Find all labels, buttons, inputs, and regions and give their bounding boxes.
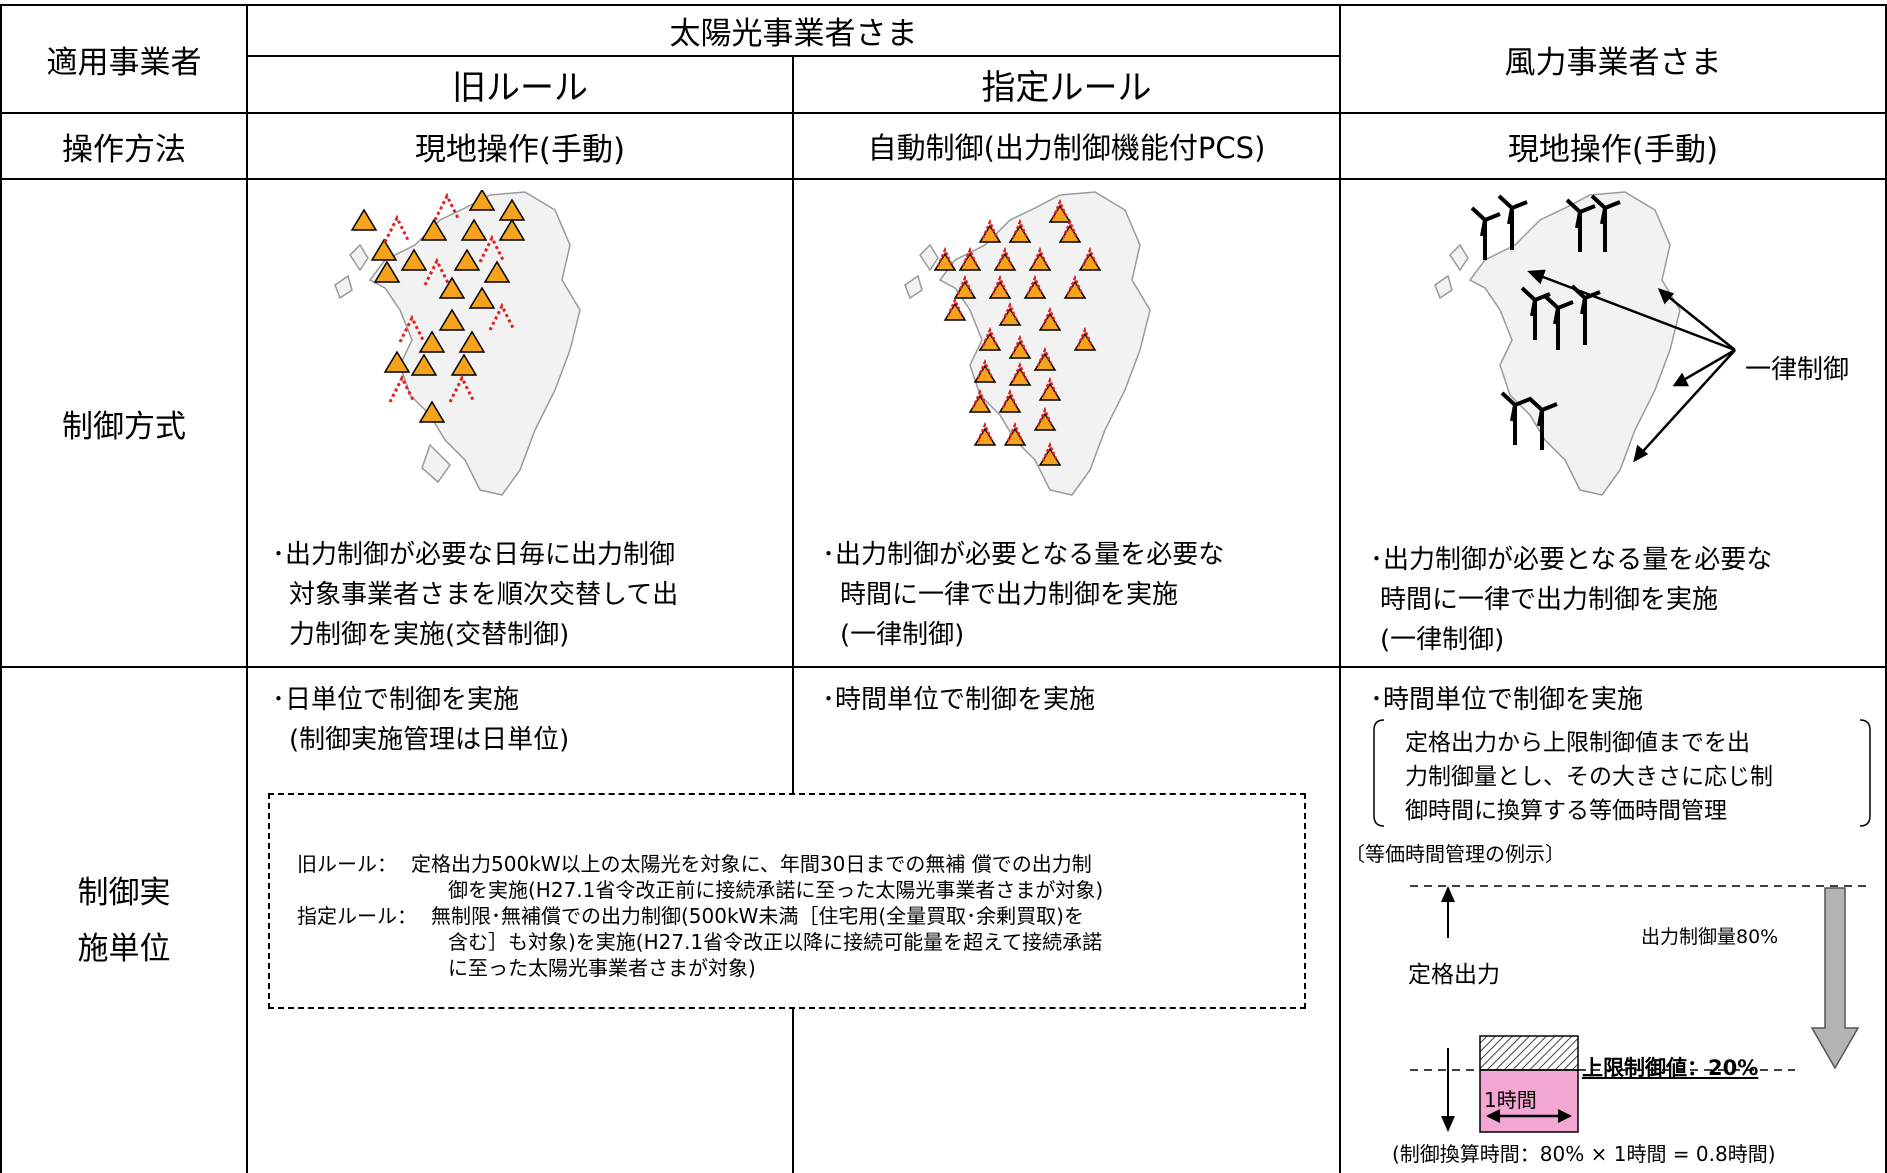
operation-wind: 現地操作(手動)	[1507, 131, 1719, 168]
designated-rule-note-label: 指定ルール：	[297, 904, 417, 928]
wind-method-line1: ･出力制御が必要となる量を必要な	[1370, 545, 1773, 575]
table-border-left	[0, 4, 2, 1173]
designated-unit-line1: ･時間単位で制御を実施	[822, 685, 1096, 715]
col-divider-1	[246, 4, 248, 1173]
kyushu-map-outline	[334, 191, 581, 496]
solar-plant-curtailed-top	[936, 198, 1099, 462]
old-method-line3: 力制御を実施(交替制御)	[289, 620, 570, 650]
control-amount-label: 出力制御量80%	[1641, 926, 1779, 948]
old-unit-line2: (制御実施管理は日単位)	[289, 725, 570, 755]
header-applicable-operator: 適用事業者	[46, 44, 202, 81]
wind-unit-line1: ･時間単位で制御を実施	[1370, 685, 1644, 715]
designated-rule-map-figure	[904, 191, 1151, 496]
wind-detail-brackets	[1373, 719, 1871, 827]
old-method-line2: 対象事業者さまを順次交替して出	[289, 580, 679, 610]
col-divider-3	[1339, 4, 1341, 1173]
old-rule-note-label: 旧ルール：	[297, 852, 397, 876]
uniform-control-arrows	[1527, 269, 1736, 463]
wind-method-line2: 時間に一律で出力制御を実施	[1380, 585, 1719, 615]
operation-method-label: 操作方法	[62, 131, 186, 168]
wind-detail-line2: 力制御量とし、その大きさに応じ制	[1405, 764, 1773, 790]
uniform-control-callout: 一律制御	[1745, 355, 1850, 385]
one-hour-label: 1時間	[1484, 1088, 1537, 1112]
header-wind-operators: 風力事業者さま	[1504, 44, 1722, 81]
designated-method-line1: ･出力制御が必要となる量を必要な	[822, 540, 1225, 570]
output-box-pink	[1479, 1069, 1579, 1133]
solar-plant-curtailed	[383, 192, 516, 403]
designated-method-line2: 時間に一律で出力制御を実施	[840, 580, 1179, 610]
control-method-label: 制御方式	[62, 408, 186, 445]
table-border-top	[0, 4, 1887, 6]
row-divider-2	[0, 178, 1887, 180]
solar-plant-active	[350, 190, 526, 423]
designated-method-line3: (一律制御)	[840, 620, 965, 650]
control-unit-label-line2: 施単位	[77, 930, 171, 967]
control-unit-label: 制御実 施単位	[2, 668, 246, 1173]
conversion-time-label: (制御換算時間：80% × 1時間 = 0.8時間)	[1392, 1142, 1776, 1166]
example-title: 〔等価時間管理の例示〕	[1345, 842, 1565, 866]
designated-rule-note-line1: 無制限･無補償での出力制御(500kW未満［住宅用(全量買取･余剰買取)を	[431, 904, 1084, 928]
designated-rule-note-line3: に至った太陽光事業者さまが対象)	[448, 956, 756, 980]
table-border-right	[1885, 4, 1887, 1173]
old-unit-line1: ･日単位で制御を実施	[272, 685, 520, 715]
wind-map-figure	[1434, 191, 1736, 496]
header-sub-divider	[248, 55, 1339, 57]
old-method-line1: ･出力制御が必要な日毎に出力制御	[272, 540, 676, 570]
wind-detail-line1: 定格出力から上限制御値までを出	[1405, 730, 1750, 756]
old-rule-map-figure	[334, 190, 581, 496]
old-rule-note-line1: 定格出力500kW以上の太陽光を対象に、年間30日までの無補 償での出力制	[411, 852, 1092, 876]
control-amount-arrow	[1810, 887, 1860, 1070]
control-unit-label-line1: 制御実	[77, 874, 171, 911]
col-divider-2	[792, 56, 794, 1173]
wind-method-line3: (一律制御)	[1380, 625, 1505, 655]
upper-limit-label: 上限制御値：20%	[1582, 1056, 1759, 1080]
control-amount-box-hatched	[1479, 1035, 1579, 1071]
header-old-rule: 旧ルール	[452, 68, 588, 108]
designated-rule-note-line2: 含む］も対象)を実施(H27.1省令改正以降に接続可能量を超えて接続承諾	[448, 930, 1103, 954]
rules-note-box	[268, 793, 1306, 1009]
header-designated-rule: 指定ルール	[981, 68, 1152, 108]
row-divider-3	[0, 666, 1887, 668]
operation-designated: 自動制御(出力制御機能付PCS)	[867, 131, 1266, 165]
operation-old: 現地操作(手動)	[414, 131, 626, 168]
wind-turbine-icon	[1470, 194, 1621, 450]
old-rule-note-line2: 御を実施(H27.1省令改正前に接続承諾に至った太陽光事業者さまが対象)	[448, 878, 1104, 902]
rated-output-label: 定格出力	[1408, 962, 1500, 988]
equivalent-time-diagram	[1410, 885, 1870, 1133]
header-solar-operators: 太陽光事業者さま	[669, 16, 918, 52]
kyushu-map-outline	[1434, 191, 1681, 496]
row-divider-1	[0, 112, 1887, 114]
wind-detail-line3: 御時間に換算する等価時間管理	[1405, 798, 1727, 824]
